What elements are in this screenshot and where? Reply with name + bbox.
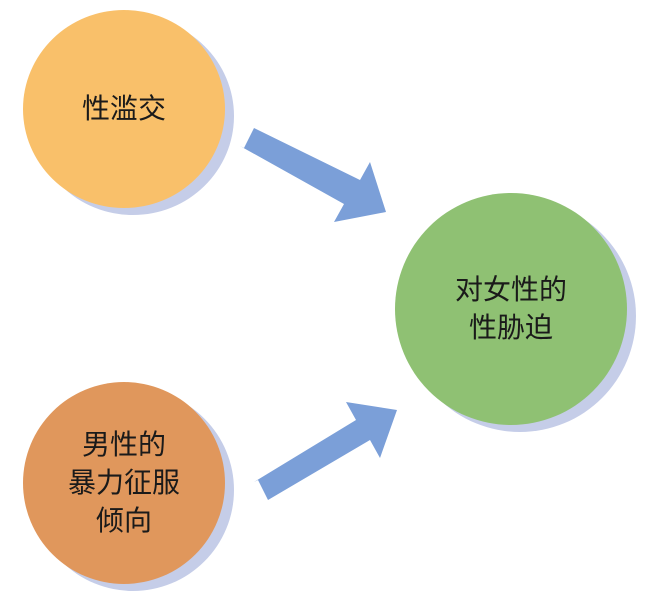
node-promiscuity: 性滥交	[23, 10, 225, 208]
arrow-promiscuity-to-coercion	[240, 128, 386, 222]
arrow-dominance-to-coercion	[254, 402, 397, 500]
node-violent-dominance: 男性的 暴力征服 倾向	[23, 382, 225, 584]
node-promiscuity-label: 性滥交	[81, 92, 166, 125]
node-violent-dominance-label: 男性的 暴力征服 倾向	[67, 428, 180, 537]
node-sexual-coercion-label: 对女性的 性胁迫	[454, 273, 567, 344]
node-sexual-coercion: 对女性的 性胁迫	[395, 193, 627, 425]
